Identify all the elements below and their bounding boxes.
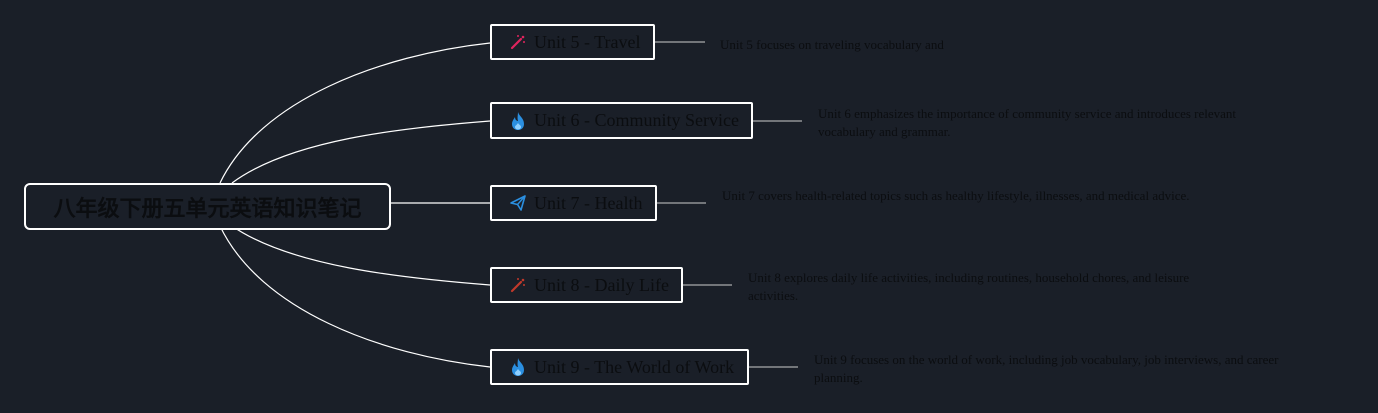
unit-description-9: Unit 9 focuses on the world of work, inc… — [814, 352, 1279, 385]
paper-plane-icon — [508, 193, 528, 213]
connector-unit9 — [219, 225, 491, 368]
connector-unit8 — [231, 225, 491, 286]
unit-label: Unit 7 - Health — [534, 192, 643, 213]
unit-description-7: Unit 7 covers health-related topics such… — [722, 188, 1190, 203]
unit-label: Unit 8 - Daily Life — [534, 274, 669, 295]
unit-label: Unit 9 - The World of Work — [534, 356, 735, 377]
unit-description-8: Unit 8 explores daily life activities, i… — [748, 270, 1190, 303]
flame-icon — [508, 357, 528, 377]
unit-node-5[interactable]: Unit 5 - Travel — [490, 24, 655, 60]
unit-node-9[interactable]: Unit 9 - The World of Work — [490, 349, 749, 385]
unit-description-6: Unit 6 emphasizes the importance of comm… — [818, 106, 1237, 139]
unit-label: Unit 5 - Travel — [534, 31, 641, 52]
unit-node-8[interactable]: Unit 8 - Daily Life — [490, 267, 683, 303]
magic-wand-icon — [508, 32, 528, 52]
connector-unit6 — [231, 120, 491, 184]
magic-wand-icon — [508, 275, 528, 295]
unit-label: Unit 6 - Community Service — [534, 110, 739, 130]
unit-description-5: Unit 5 focuses on traveling vocabulary a… — [720, 37, 944, 52]
unit-node-7[interactable]: Unit 7 - Health — [490, 185, 657, 221]
unit-node-6[interactable]: Unit 6 - Community Service — [490, 102, 753, 139]
connector-unit5 — [219, 42, 491, 184]
root-topic[interactable]: 八年级下册五单元英语知识笔记 — [24, 183, 391, 230]
flame-icon — [508, 111, 528, 131]
